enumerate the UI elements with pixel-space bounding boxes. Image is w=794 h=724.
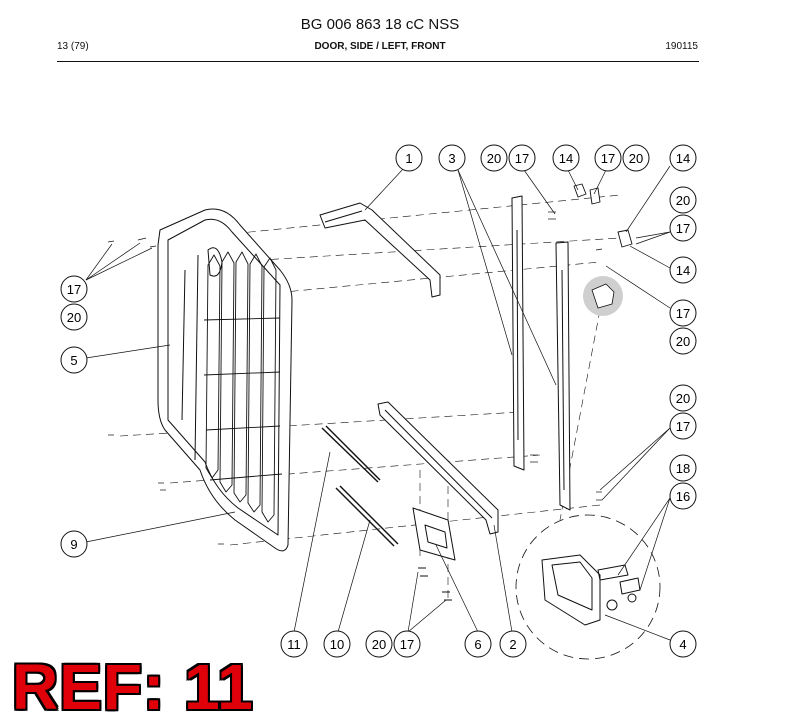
door-grille: [203, 251, 283, 523]
part-1-arm: [319, 202, 441, 298]
svg-text:3: 3: [448, 151, 455, 166]
callout-14: 14: [552, 144, 580, 172]
callout-20: 20: [60, 303, 88, 331]
callout-20: 20: [365, 630, 393, 658]
svg-text:2: 2: [509, 637, 516, 652]
svg-text:20: 20: [676, 334, 690, 349]
svg-text:10: 10: [330, 637, 344, 652]
part-10-strip: [335, 485, 399, 547]
callout-20: 20: [622, 144, 650, 172]
callout-16: 16: [669, 482, 697, 510]
callout-17: 17: [393, 630, 421, 658]
callout-2: 2: [499, 630, 527, 658]
callout-5: 5: [60, 346, 88, 374]
svg-text:17: 17: [601, 151, 615, 166]
door-panel: [157, 208, 293, 552]
svg-text:16: 16: [676, 489, 690, 504]
part-11-strip: [321, 425, 381, 483]
callout-10: 10: [323, 630, 351, 658]
leader-lines: [85, 165, 671, 641]
callout-1: 1: [395, 144, 423, 172]
page-number: 13 (79): [57, 41, 89, 52]
part-2-beam: [377, 401, 499, 535]
callout-9: 9: [60, 530, 88, 558]
document-date: 190115: [665, 41, 698, 52]
callout-20: 20: [669, 327, 697, 355]
svg-text:17: 17: [515, 151, 529, 166]
svg-text:17: 17: [676, 221, 690, 236]
svg-text:14: 14: [676, 151, 690, 166]
svg-text:20: 20: [372, 637, 386, 652]
callout-4: 4: [669, 630, 697, 658]
svg-text:1: 1: [405, 151, 412, 166]
svg-text:14: 14: [559, 151, 573, 166]
callout-17: 17: [60, 275, 88, 303]
callout-11: 11: [280, 630, 308, 658]
callout-6: 6: [464, 630, 492, 658]
svg-text:20: 20: [676, 391, 690, 406]
callouts: 1 3 20 17 14 17 20 14 20 17 14 17 20 17 …: [60, 144, 697, 658]
svg-text:18: 18: [676, 461, 690, 476]
svg-text:17: 17: [67, 282, 81, 297]
reference-label: REF: 11: [12, 651, 254, 723]
callout-20: 20: [669, 186, 697, 214]
callout-20: 20: [480, 144, 508, 172]
svg-text:5: 5: [70, 353, 77, 368]
callout-17: 17: [669, 299, 697, 327]
part-3-rails: [511, 195, 571, 511]
svg-text:17: 17: [676, 419, 690, 434]
svg-text:17: 17: [676, 306, 690, 321]
page-title: DOOR, SIDE / LEFT, FRONT: [314, 41, 446, 52]
svg-text:20: 20: [676, 193, 690, 208]
callout-3: 3: [438, 144, 466, 172]
svg-text:6: 6: [474, 637, 481, 652]
callout-14: 14: [669, 144, 697, 172]
screws-left: [107, 237, 224, 545]
callout-17: 17: [594, 144, 622, 172]
callout-17: 17: [669, 214, 697, 242]
callout-17: 17: [508, 144, 536, 172]
callout-18: 18: [669, 454, 697, 482]
callout-14: 14: [669, 256, 697, 284]
svg-text:14: 14: [676, 263, 690, 278]
document-code: BG 006 863 18 cC NSS: [300, 16, 460, 33]
screws-right: [530, 211, 603, 501]
svg-text:11: 11: [287, 637, 301, 652]
callout-17: 17: [669, 412, 697, 440]
hinge-brackets: [573, 183, 633, 248]
svg-text:9: 9: [70, 537, 77, 552]
svg-text:4: 4: [679, 637, 686, 652]
svg-text:17: 17: [400, 637, 414, 652]
detail-circle: [515, 514, 661, 660]
svg-text:20: 20: [487, 151, 501, 166]
part-4-lock: [541, 554, 641, 626]
svg-text:20: 20: [629, 151, 643, 166]
header-rule: [57, 61, 699, 62]
part-6-latch: [412, 507, 456, 601]
svg-text:20: 20: [67, 310, 81, 325]
callout-20: 20: [669, 384, 697, 412]
